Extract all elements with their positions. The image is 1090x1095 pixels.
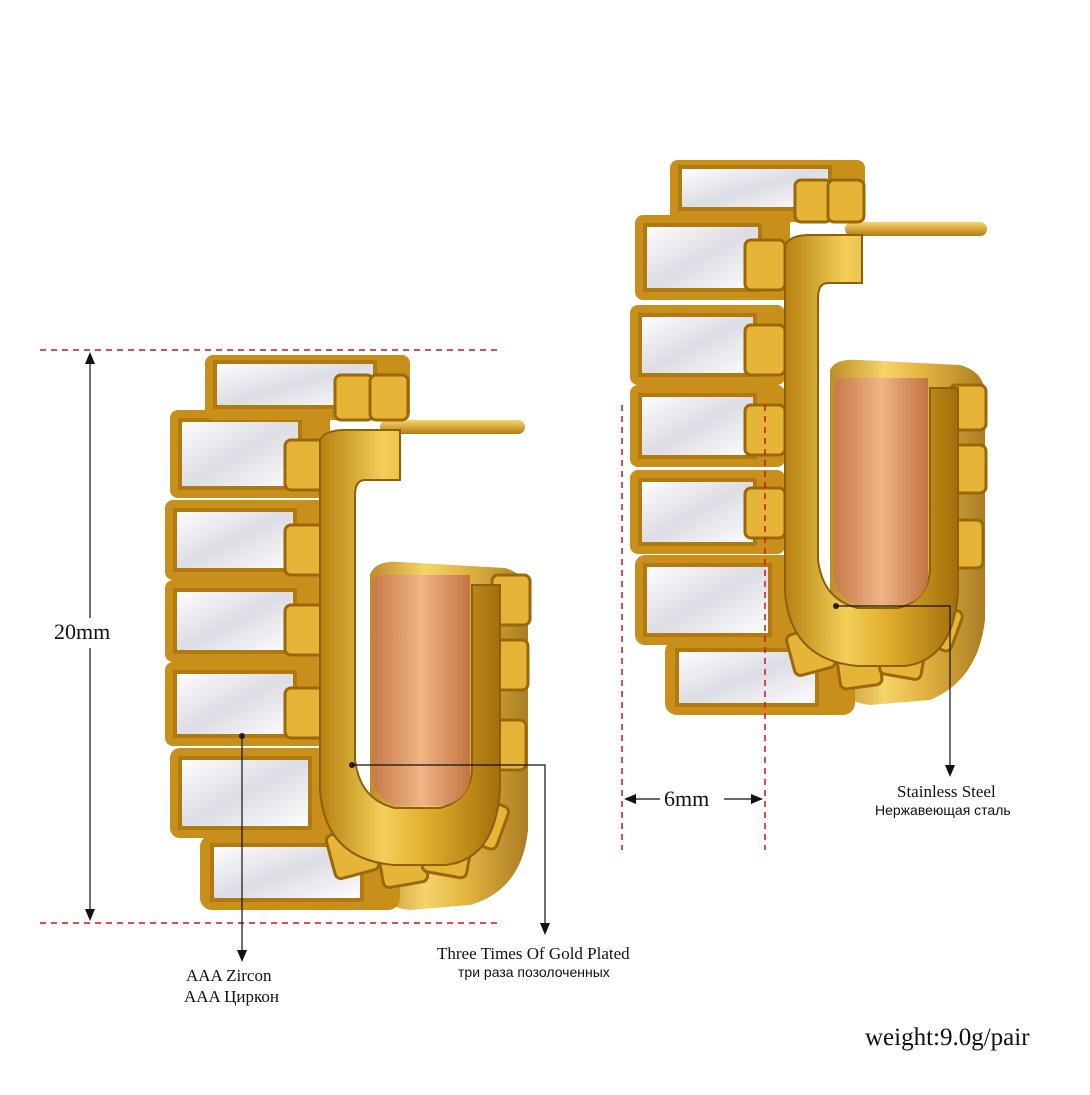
callout-lines <box>237 605 955 962</box>
earring-post <box>845 222 987 236</box>
earring-right <box>630 160 988 715</box>
inner-surface <box>372 575 470 806</box>
stainless-steel-label-ru: Нержавеющая сталь <box>875 802 1011 818</box>
zircon-stone-row <box>630 160 988 715</box>
arrow-right-icon <box>751 794 763 804</box>
zircon-label: AAA Zircon <box>186 966 272 985</box>
dimension-guides <box>40 349 766 924</box>
height-dimension-label: 20mm <box>52 619 113 645</box>
arrow-up-icon <box>85 352 95 364</box>
earring-left <box>165 355 532 910</box>
gold-plate <box>319 429 501 866</box>
zircon-label-ru: AAA Циркон <box>184 987 280 1006</box>
arrow-left-icon <box>624 794 636 804</box>
gold-leader <box>352 764 546 928</box>
arrow-down-icon <box>85 909 95 921</box>
gold-plated-label: Three Times Of Gold Plated <box>437 944 630 963</box>
earring-post <box>380 420 525 434</box>
gold-plated-label-ru: три раза позолоченных <box>458 964 610 980</box>
width-dimension-label: 6mm <box>664 786 710 812</box>
weight-label: weight:9.0g/pair <box>865 1024 1030 1051</box>
steel-leader <box>836 605 951 770</box>
stainless-steel-label: Stainless Steel <box>897 782 996 801</box>
inner-surface <box>834 378 928 606</box>
gold-plate <box>784 234 959 667</box>
